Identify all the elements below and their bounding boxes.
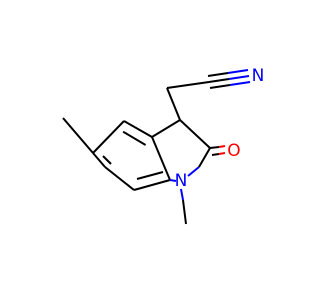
bond-c2-o-hetero	[218, 145, 226, 148]
bond-c3a-c3	[151, 119, 181, 138]
carbonyl-oxygen-label: O	[227, 141, 240, 161]
bond-c3a-c4-inner	[122, 130, 147, 146]
bond-cn-2-hetero	[227, 69, 249, 74]
bond-ch2-cn	[166, 81, 210, 89]
bond-cn-3-hetero	[229, 81, 251, 86]
nitrile-nitrogen-label: N	[252, 66, 265, 86]
bond-c2-o-second	[211, 153, 220, 156]
bond-n1-methyl	[182, 199, 187, 225]
bond-c7-c7a	[133, 179, 171, 191]
bond-cn-2	[207, 72, 229, 77]
ring-nitrogen-label: N	[175, 171, 188, 191]
bond-c5-c6	[92, 152, 106, 168]
bond-c5-c6-inner	[102, 155, 112, 165]
molecule-drawing: N O N	[62, 66, 265, 225]
bond-c4-c5	[92, 120, 125, 154]
bond-c7a-c3a	[151, 136, 171, 181]
bond-c3-c2	[179, 119, 211, 149]
bond-c5-methyl	[62, 117, 94, 154]
bond-n1-methyl-hetero	[180, 188, 184, 201]
bond-c2-o-second-hetero	[218, 152, 226, 155]
bond-n1-c7a	[169, 179, 177, 182]
bond-c3-ch2	[166, 87, 181, 121]
bond-c2-n1-hetero	[187, 166, 200, 177]
bond-c2-n1	[198, 147, 211, 168]
bond-c3a-c4	[123, 120, 153, 138]
bond-c7-c7a-inner	[136, 171, 164, 180]
structure-canvas: N O N	[62, 66, 265, 225]
bond-c6-c7	[104, 166, 135, 191]
bond-cn-1-hetero	[228, 75, 250, 80]
bond-c2-o	[209, 146, 220, 149]
bond-cn-3	[209, 84, 231, 89]
bond-cn-1	[208, 78, 230, 83]
